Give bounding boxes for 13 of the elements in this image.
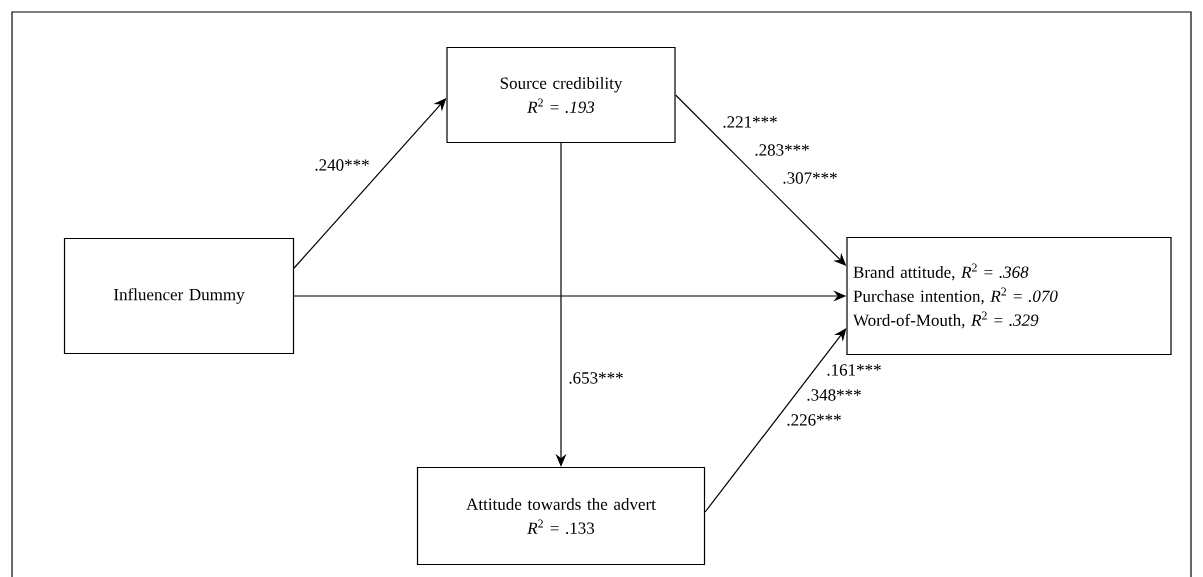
coefficient-label: .221*** [723, 116, 777, 128]
edge-label: .653*** [567, 371, 625, 385]
coefficient-label: .161*** [827, 364, 881, 376]
text-box: Brand attitude, R$^{2}$ = .368 Purchase intention, R$^{2}$ = .070 Word-of-Mouth, R$^{2}$ = .329 [846, 236, 1172, 356]
arrow [704, 328, 847, 513]
edge-label: .240*** [313, 158, 371, 172]
text-box: Influencer Dummy [63, 237, 295, 355]
coefficient-label: .348*** [807, 389, 861, 401]
text-box: Attitude towards the advert R$^{2}$ = .133 [416, 466, 706, 566]
coefficient-label: .226*** [787, 414, 841, 426]
coefficient-label: .307*** [783, 172, 837, 184]
text-box: Source credibility R$^{2}$ = .193 [446, 46, 676, 144]
coefficient-label: .283*** [755, 144, 809, 156]
